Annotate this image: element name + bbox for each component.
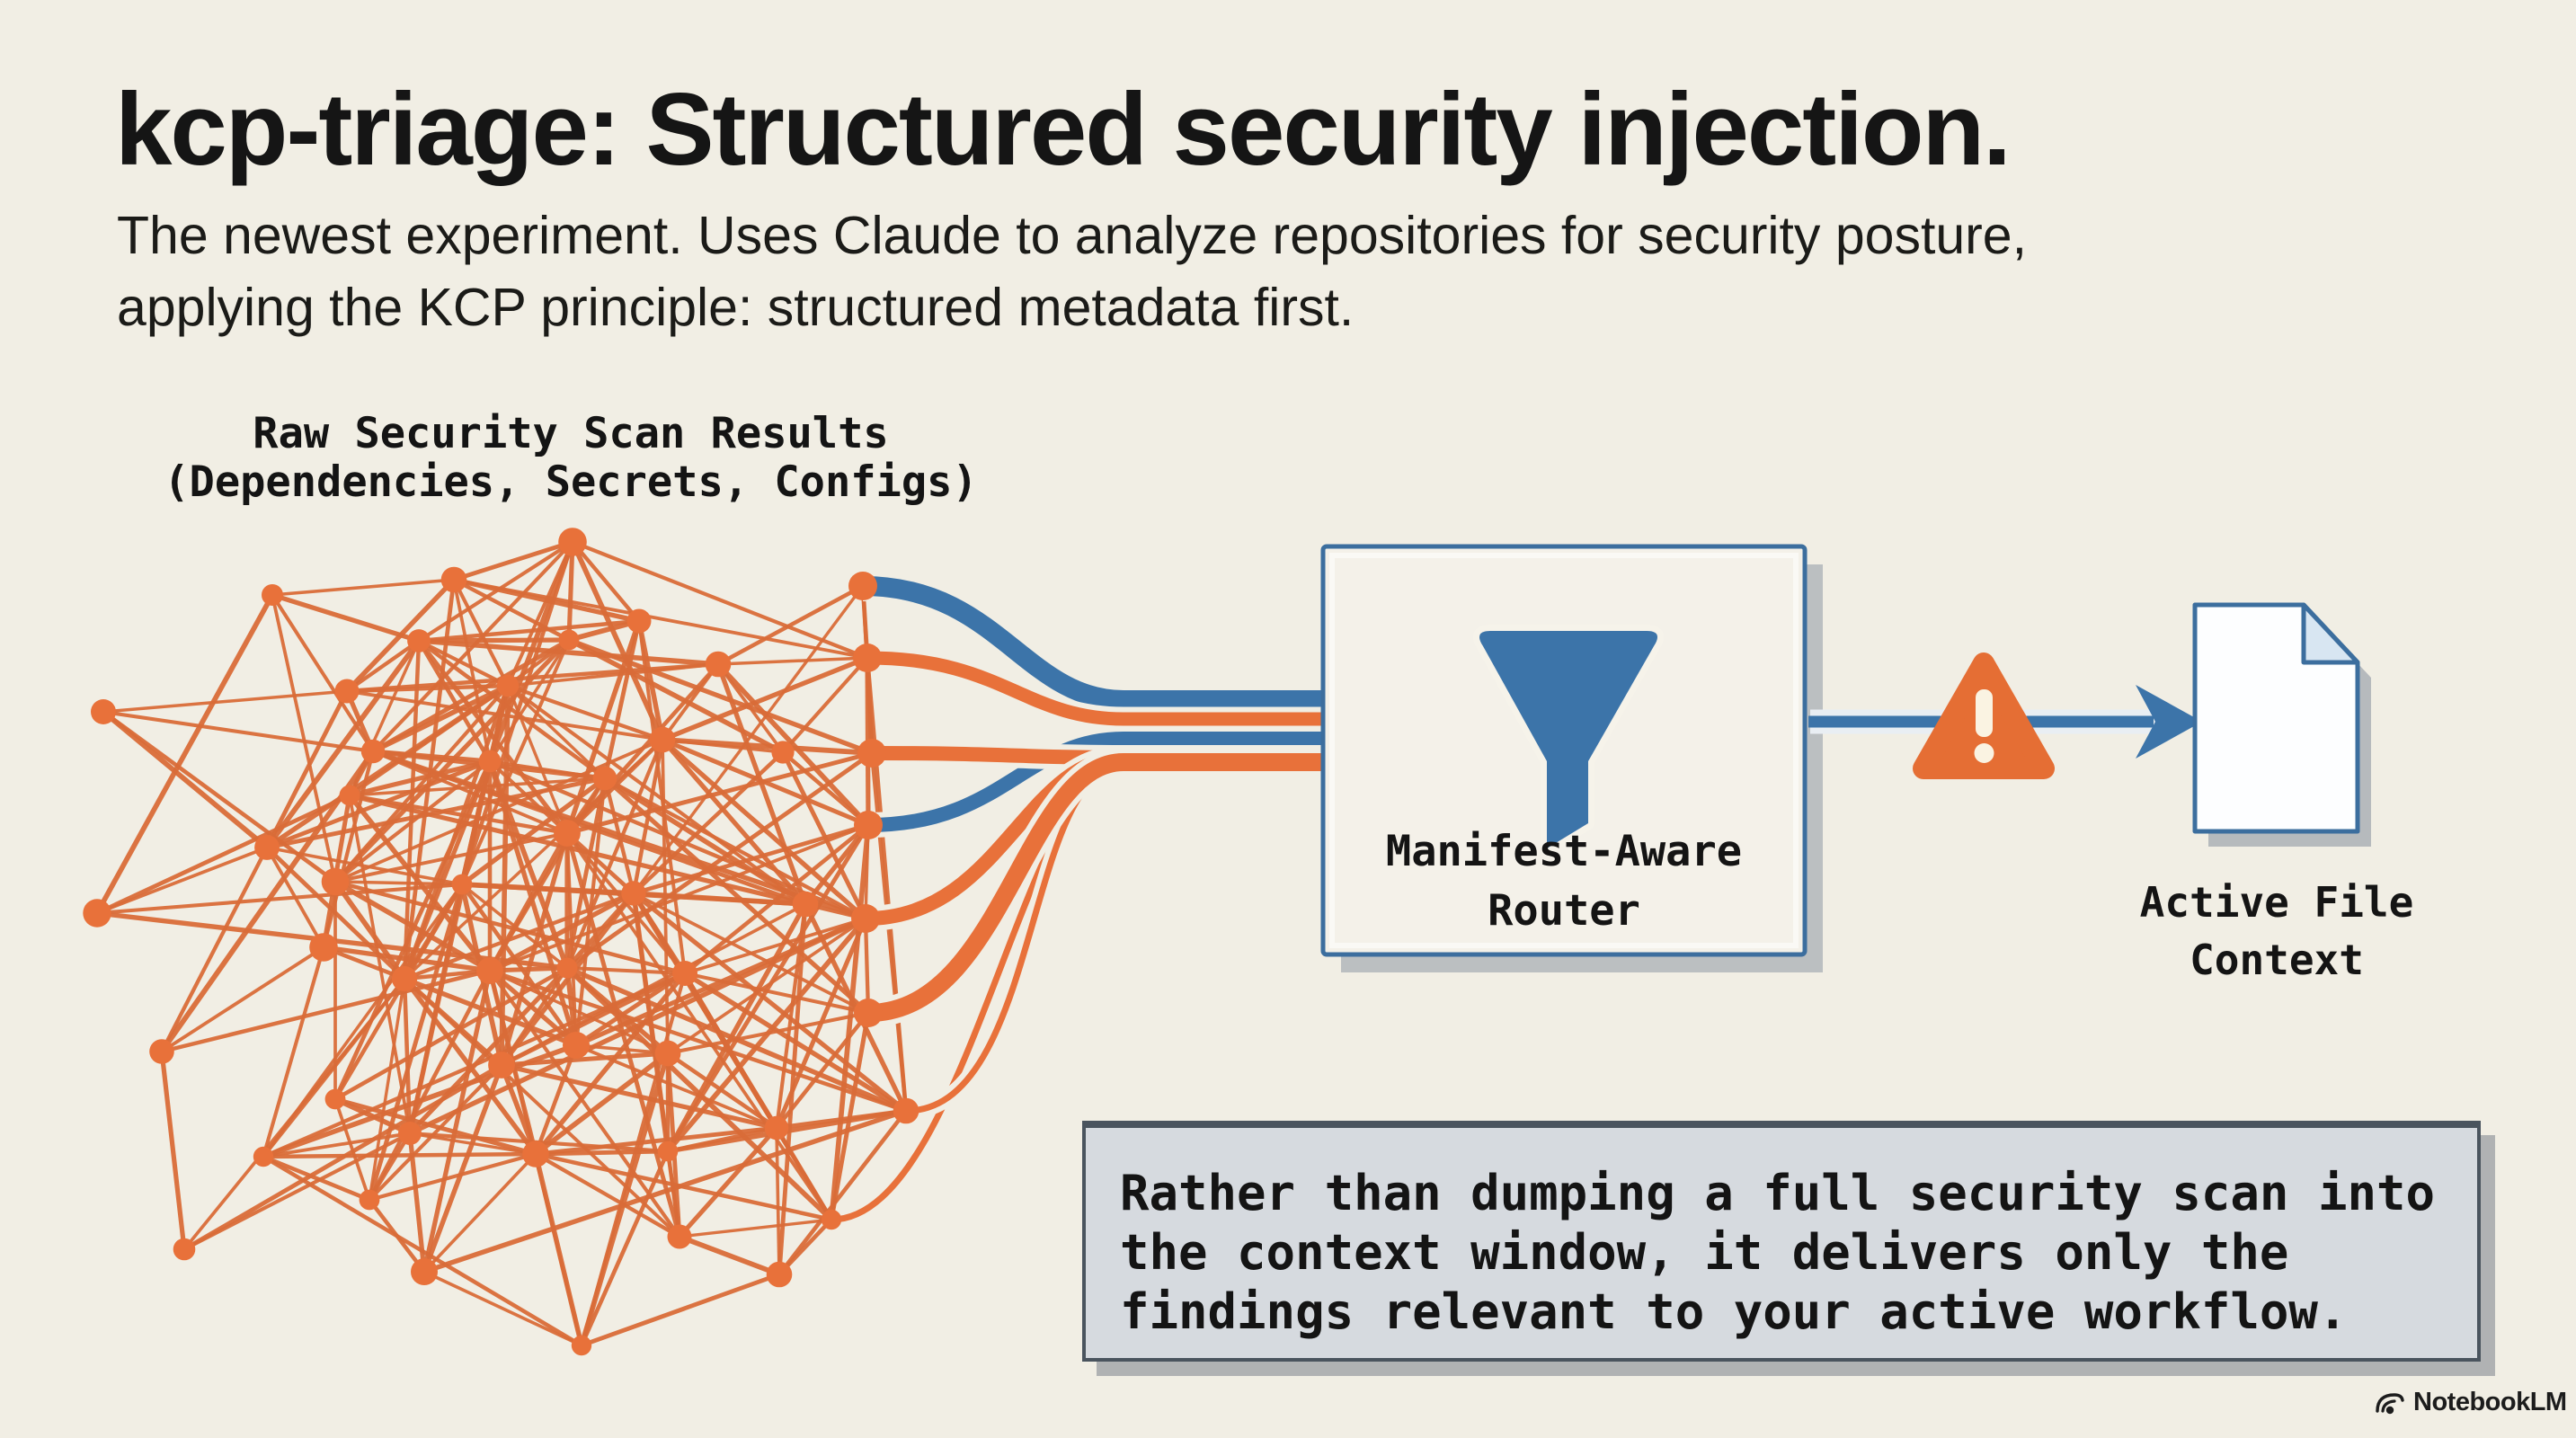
page-title: kcp-triage: Structured security injectio… <box>115 73 2012 187</box>
subtitle-line-1: The newest experiment. Uses Claude to an… <box>117 206 2028 265</box>
callout-line-2: the context window, it delivers only the <box>1120 1224 2289 1281</box>
converging-strands <box>828 571 1346 1229</box>
watermark: NotebookLM <box>2373 1388 2567 1417</box>
callout-line-3: findings relevant to your active workflo… <box>1120 1283 2348 1340</box>
router-label-line-1: Manifest-Aware <box>1385 827 1743 876</box>
raw-scan-network-nodes <box>83 528 919 1356</box>
raw-scan-label-line-2: (Dependencies, Secrets, Configs) <box>164 457 978 507</box>
document-icon <box>2192 602 2371 847</box>
warning-triangle-icon <box>1913 652 2055 779</box>
subtitle-line-2: applying the KCP principle: structured m… <box>117 278 1355 337</box>
notebooklm-logo-icon <box>2373 1389 2405 1417</box>
router-box <box>1320 544 1823 972</box>
file-label-line-2: Context <box>2190 936 2364 984</box>
watermark-brand: NotebookLM <box>2413 1388 2567 1416</box>
active-file-context-label: Active File Context <box>2052 874 2501 989</box>
funnel-icon <box>1473 625 1664 855</box>
raw-scan-network-edges <box>94 539 909 1348</box>
router-label-line-2: Router <box>1488 886 1640 936</box>
raw-scan-label: Raw Security Scan Results (Dependencies,… <box>148 410 993 507</box>
router-label: Manifest-Aware Router <box>1323 822 1805 941</box>
file-label-line-1: Active File <box>2139 878 2414 927</box>
raw-scan-label-line-1: Raw Security Scan Results <box>253 409 889 458</box>
callout-box: Rather than dumping a full security scan… <box>1082 1121 2481 1362</box>
callout-line-1: Rather than dumping a full security scan… <box>1120 1165 2435 1221</box>
page-subtitle: The newest experiment. Uses Claude to an… <box>117 200 2027 343</box>
